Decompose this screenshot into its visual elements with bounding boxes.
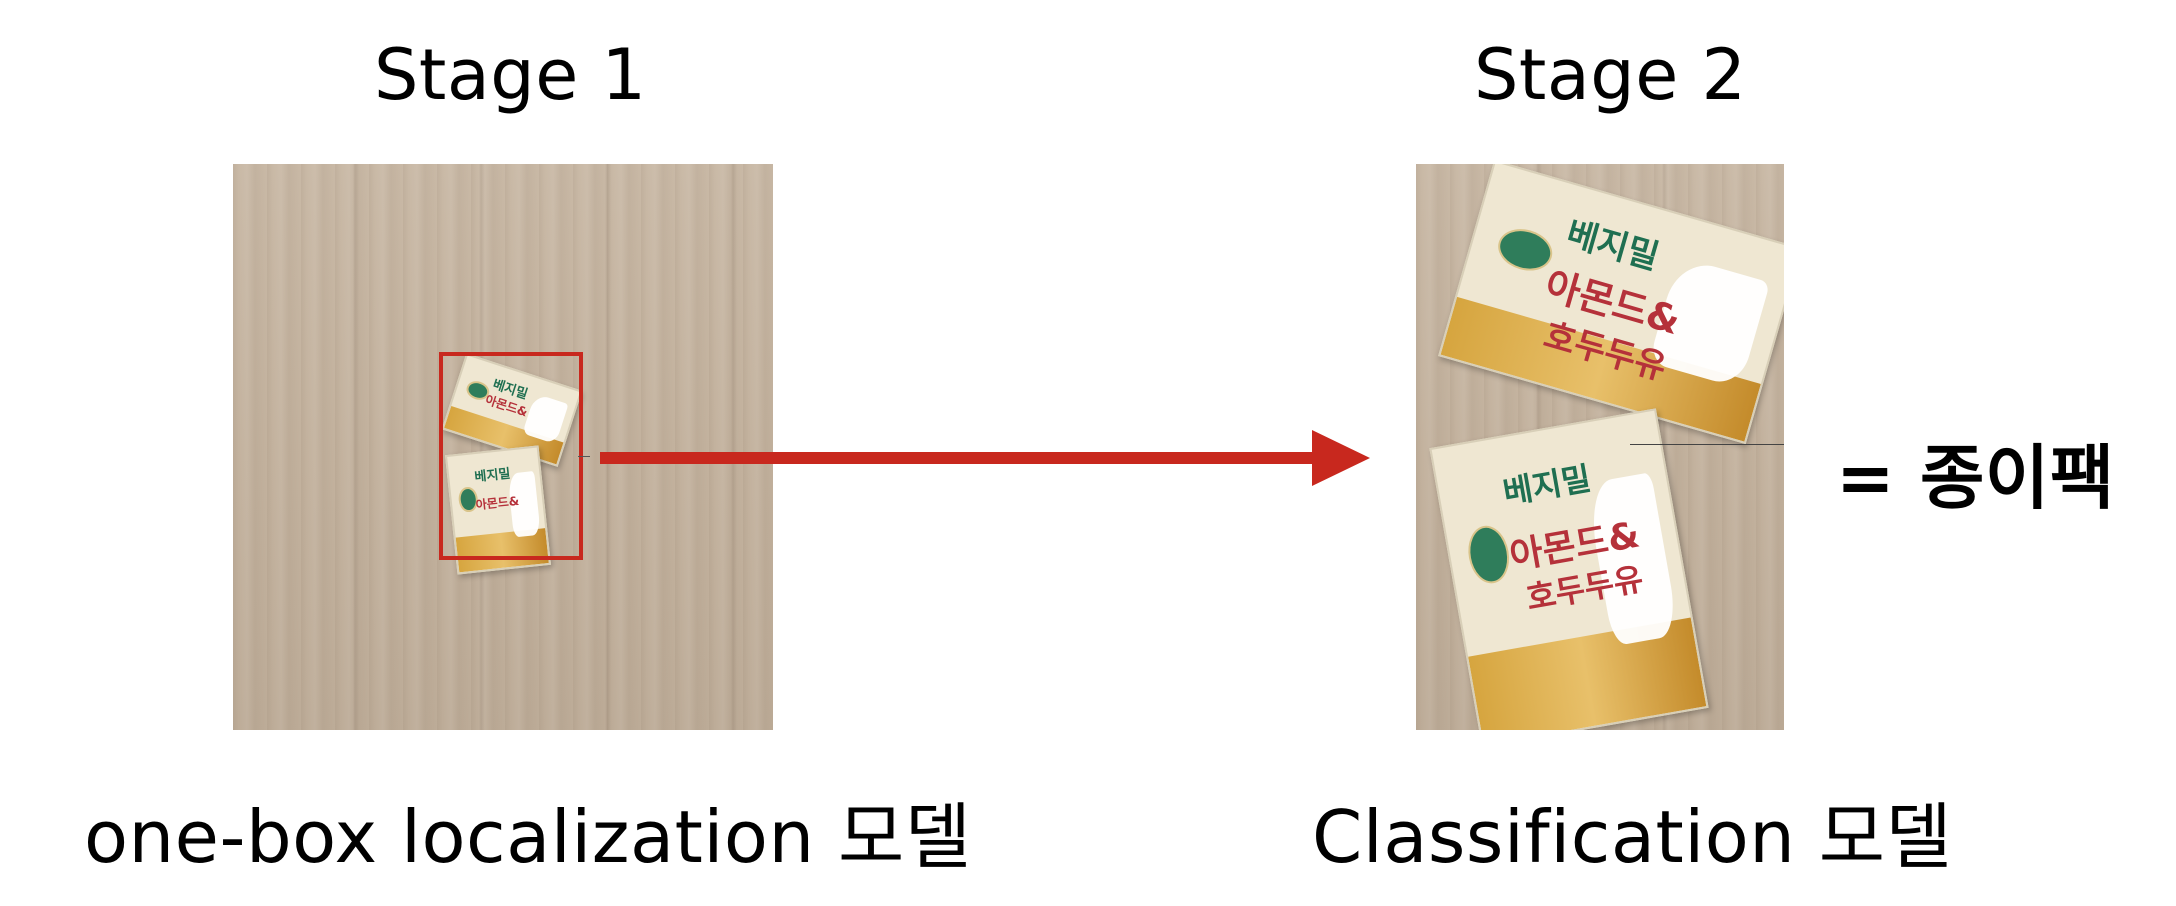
stage1-caption: one-box localization 모델	[84, 795, 972, 879]
stage-arrow	[600, 430, 1370, 486]
crop-line	[578, 456, 590, 457]
localization-bounding-box	[439, 352, 583, 560]
stage2-title: Stage 2	[1474, 34, 1747, 116]
carton-top-crop: 베지밀 아몬드& 호두두유	[1438, 164, 1784, 445]
arrow-head	[1312, 430, 1370, 486]
stage1-input-image: 베지밀 아몬드& 베지밀 아몬드&	[233, 164, 773, 730]
stage2-crop-image: 베지밀 아몬드& 호두두유 베지밀 아몬드& 호두두유	[1416, 164, 1784, 730]
carton-bottom-crop: 베지밀 아몬드& 호두두유	[1429, 408, 1709, 730]
stage1-title: Stage 1	[374, 34, 647, 116]
arrow-shaft	[600, 452, 1314, 464]
stage2-caption: Classification 모델	[1312, 795, 1953, 879]
classification-result: = 종이팩	[1836, 437, 2115, 519]
table-edge-line	[1630, 444, 1784, 445]
